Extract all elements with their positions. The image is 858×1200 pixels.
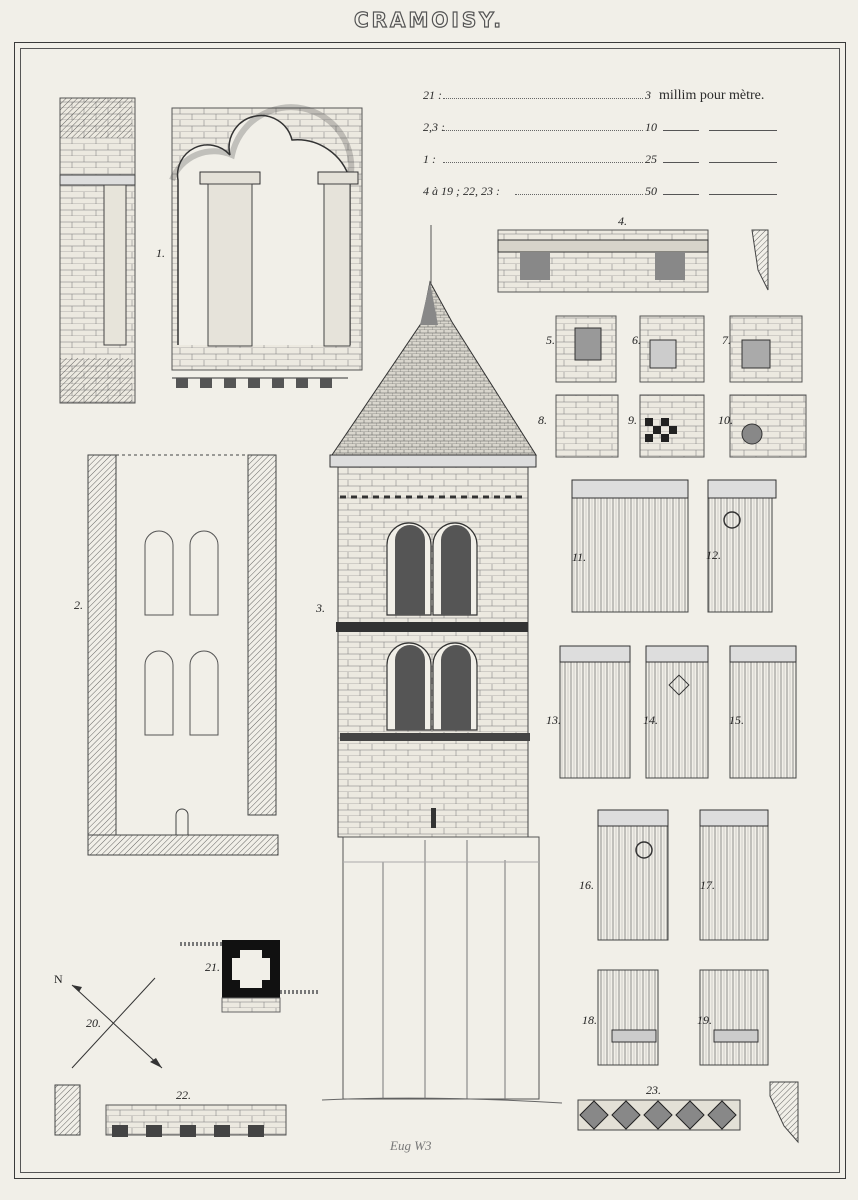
scale-figures: 4 à 19 ; 22, 23 : (423, 184, 500, 198)
figure-label: 23. (646, 1083, 661, 1097)
figure-1-window-elevation (59, 97, 363, 404)
scale-value: 25 (645, 152, 657, 166)
scale-row: 2,3 : 10 (423, 120, 793, 136)
corbel-table (172, 377, 348, 388)
scale-unit: millim pour mètre. (659, 88, 765, 103)
figure-label: 10. (718, 413, 733, 427)
figure-label: 8. (538, 413, 547, 427)
figure-label: 16. (579, 878, 594, 892)
scale-value: 50 (645, 184, 657, 198)
scale-figures: 1 : (423, 152, 436, 166)
figure-2-tower-section (87, 454, 279, 856)
figure-label: 14. (643, 713, 658, 727)
figure-label: 18. (582, 1013, 597, 1027)
figure-label: 1. (156, 246, 165, 260)
figure-3-tower-elevation (321, 225, 563, 1104)
figure-20-compass (71, 977, 163, 1069)
figure-label: 11. (572, 550, 587, 564)
figure-label: 17. (700, 878, 715, 892)
scale-row: 4 à 19 ; 22, 23 : 50 (423, 184, 793, 200)
figure-22-cornice (54, 1084, 287, 1137)
figure-label: 7. (722, 333, 731, 347)
figure-label: 6. (632, 333, 641, 347)
figure-label: 3. (316, 601, 325, 615)
figure-label: 20. (86, 1016, 101, 1030)
figure-label: 4. (618, 214, 627, 228)
engraver-signature: Eug W3 (390, 1138, 432, 1153)
figure-label: 5. (546, 333, 555, 347)
inner-frame (20, 48, 840, 1173)
figure-4-cornice (497, 229, 769, 293)
figure-label: 2. (74, 598, 83, 612)
scale-figures: 2,3 : (423, 120, 445, 134)
figure-label: 19. (697, 1013, 712, 1027)
figures-5-10-modillions (555, 315, 807, 458)
scale-figures: 21 : (423, 88, 442, 102)
figures-11-19-capitals (559, 479, 797, 1066)
scale-row: 21 : 3 millim pour mètre. (423, 88, 793, 104)
figure-label: 22. (176, 1088, 191, 1102)
figure-21-plan (180, 940, 318, 1013)
figure-label: 13. (546, 713, 561, 727)
scale-value: 3 (645, 88, 651, 102)
figure-label: 12. (706, 548, 721, 562)
plate-title: CRAMOISY. (353, 7, 505, 32)
scale-value: 10 (645, 120, 657, 134)
scale-row: 1 : 25 (423, 152, 793, 168)
compass-north-label: N (54, 972, 63, 986)
figure-23-frieze (577, 1081, 799, 1144)
figure-label: 9. (628, 413, 637, 427)
outer-frame (14, 42, 846, 1179)
figure-label: 21. (205, 960, 220, 974)
figure-label: 15. (729, 713, 744, 727)
